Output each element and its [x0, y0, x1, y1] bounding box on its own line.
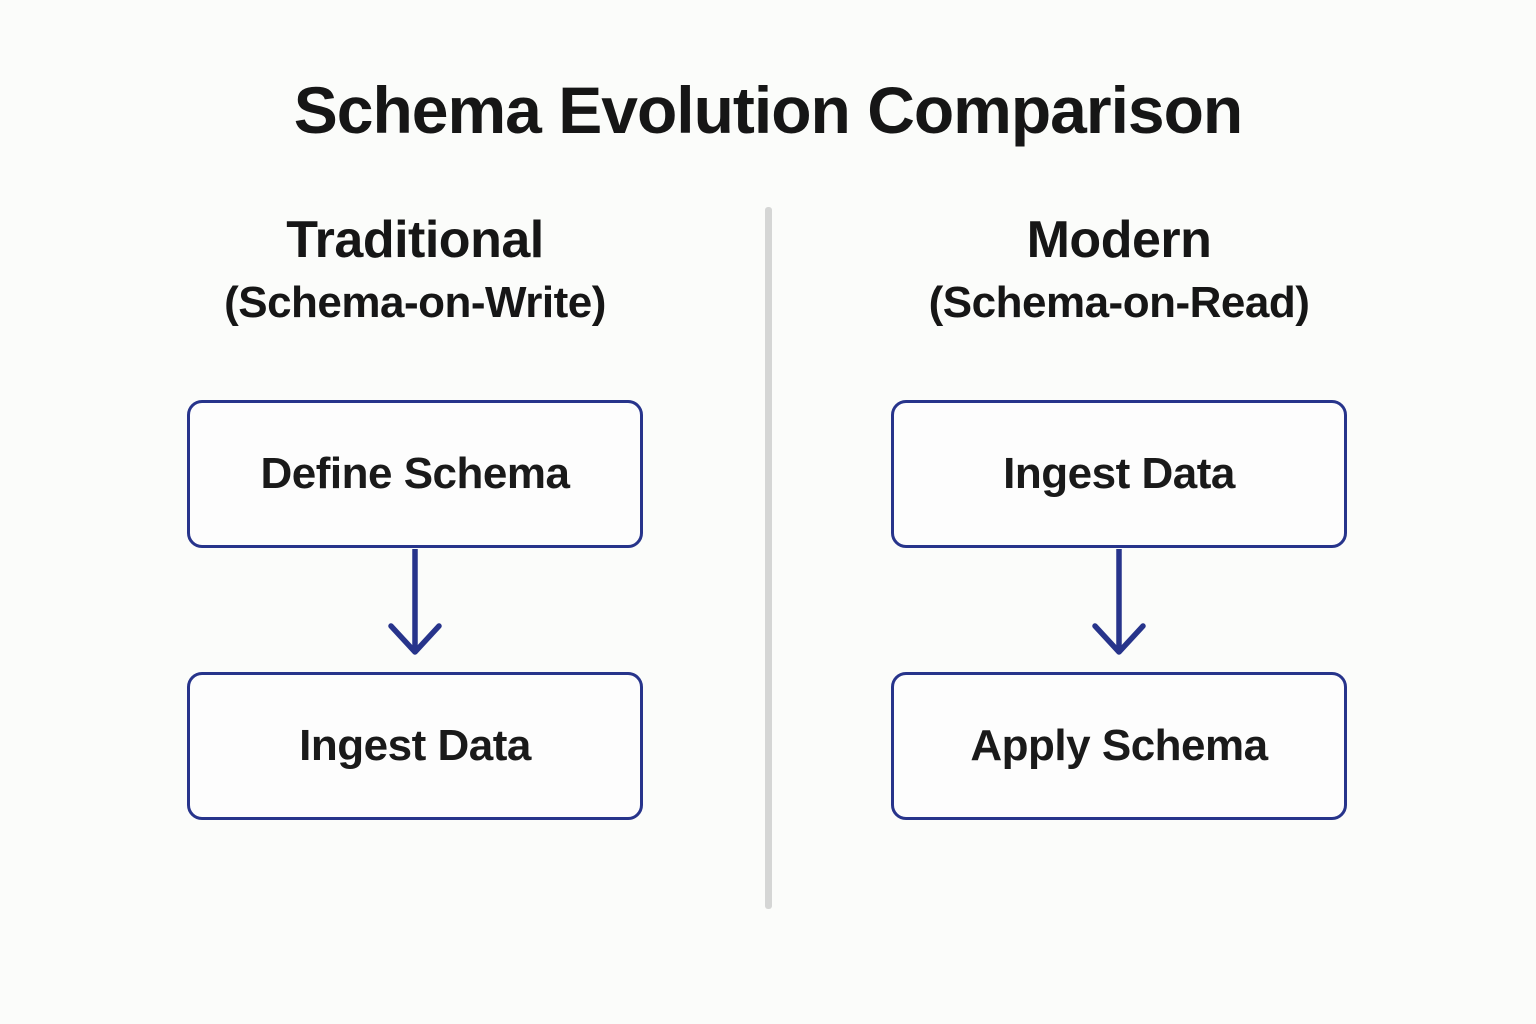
arrow-down-icon — [375, 549, 455, 663]
page-title: Schema Evolution Comparison — [293, 73, 1244, 147]
flow-box-ingest-data-right: Ingest Data — [891, 400, 1347, 548]
flow-box-ingest-data-left: Ingest Data — [187, 672, 643, 820]
flow-box-label: Apply Schema — [970, 721, 1268, 770]
flow-box-apply-schema: Apply Schema — [891, 672, 1347, 820]
flow-box-label: Define Schema — [260, 449, 570, 498]
flow-box-label: Ingest Data — [299, 721, 531, 770]
column-subheading-modern: (Schema-on-Read) — [928, 278, 1310, 327]
column-subheading-traditional: (Schema-on-Write) — [224, 278, 606, 327]
flow-box-define-schema: Define Schema — [187, 400, 643, 548]
arrow-down-icon — [1079, 549, 1159, 663]
column-divider — [765, 207, 772, 909]
column-heading-traditional: Traditional — [286, 211, 544, 269]
flow-box-label: Ingest Data — [1003, 449, 1235, 498]
column-heading-modern: Modern — [1026, 211, 1212, 269]
